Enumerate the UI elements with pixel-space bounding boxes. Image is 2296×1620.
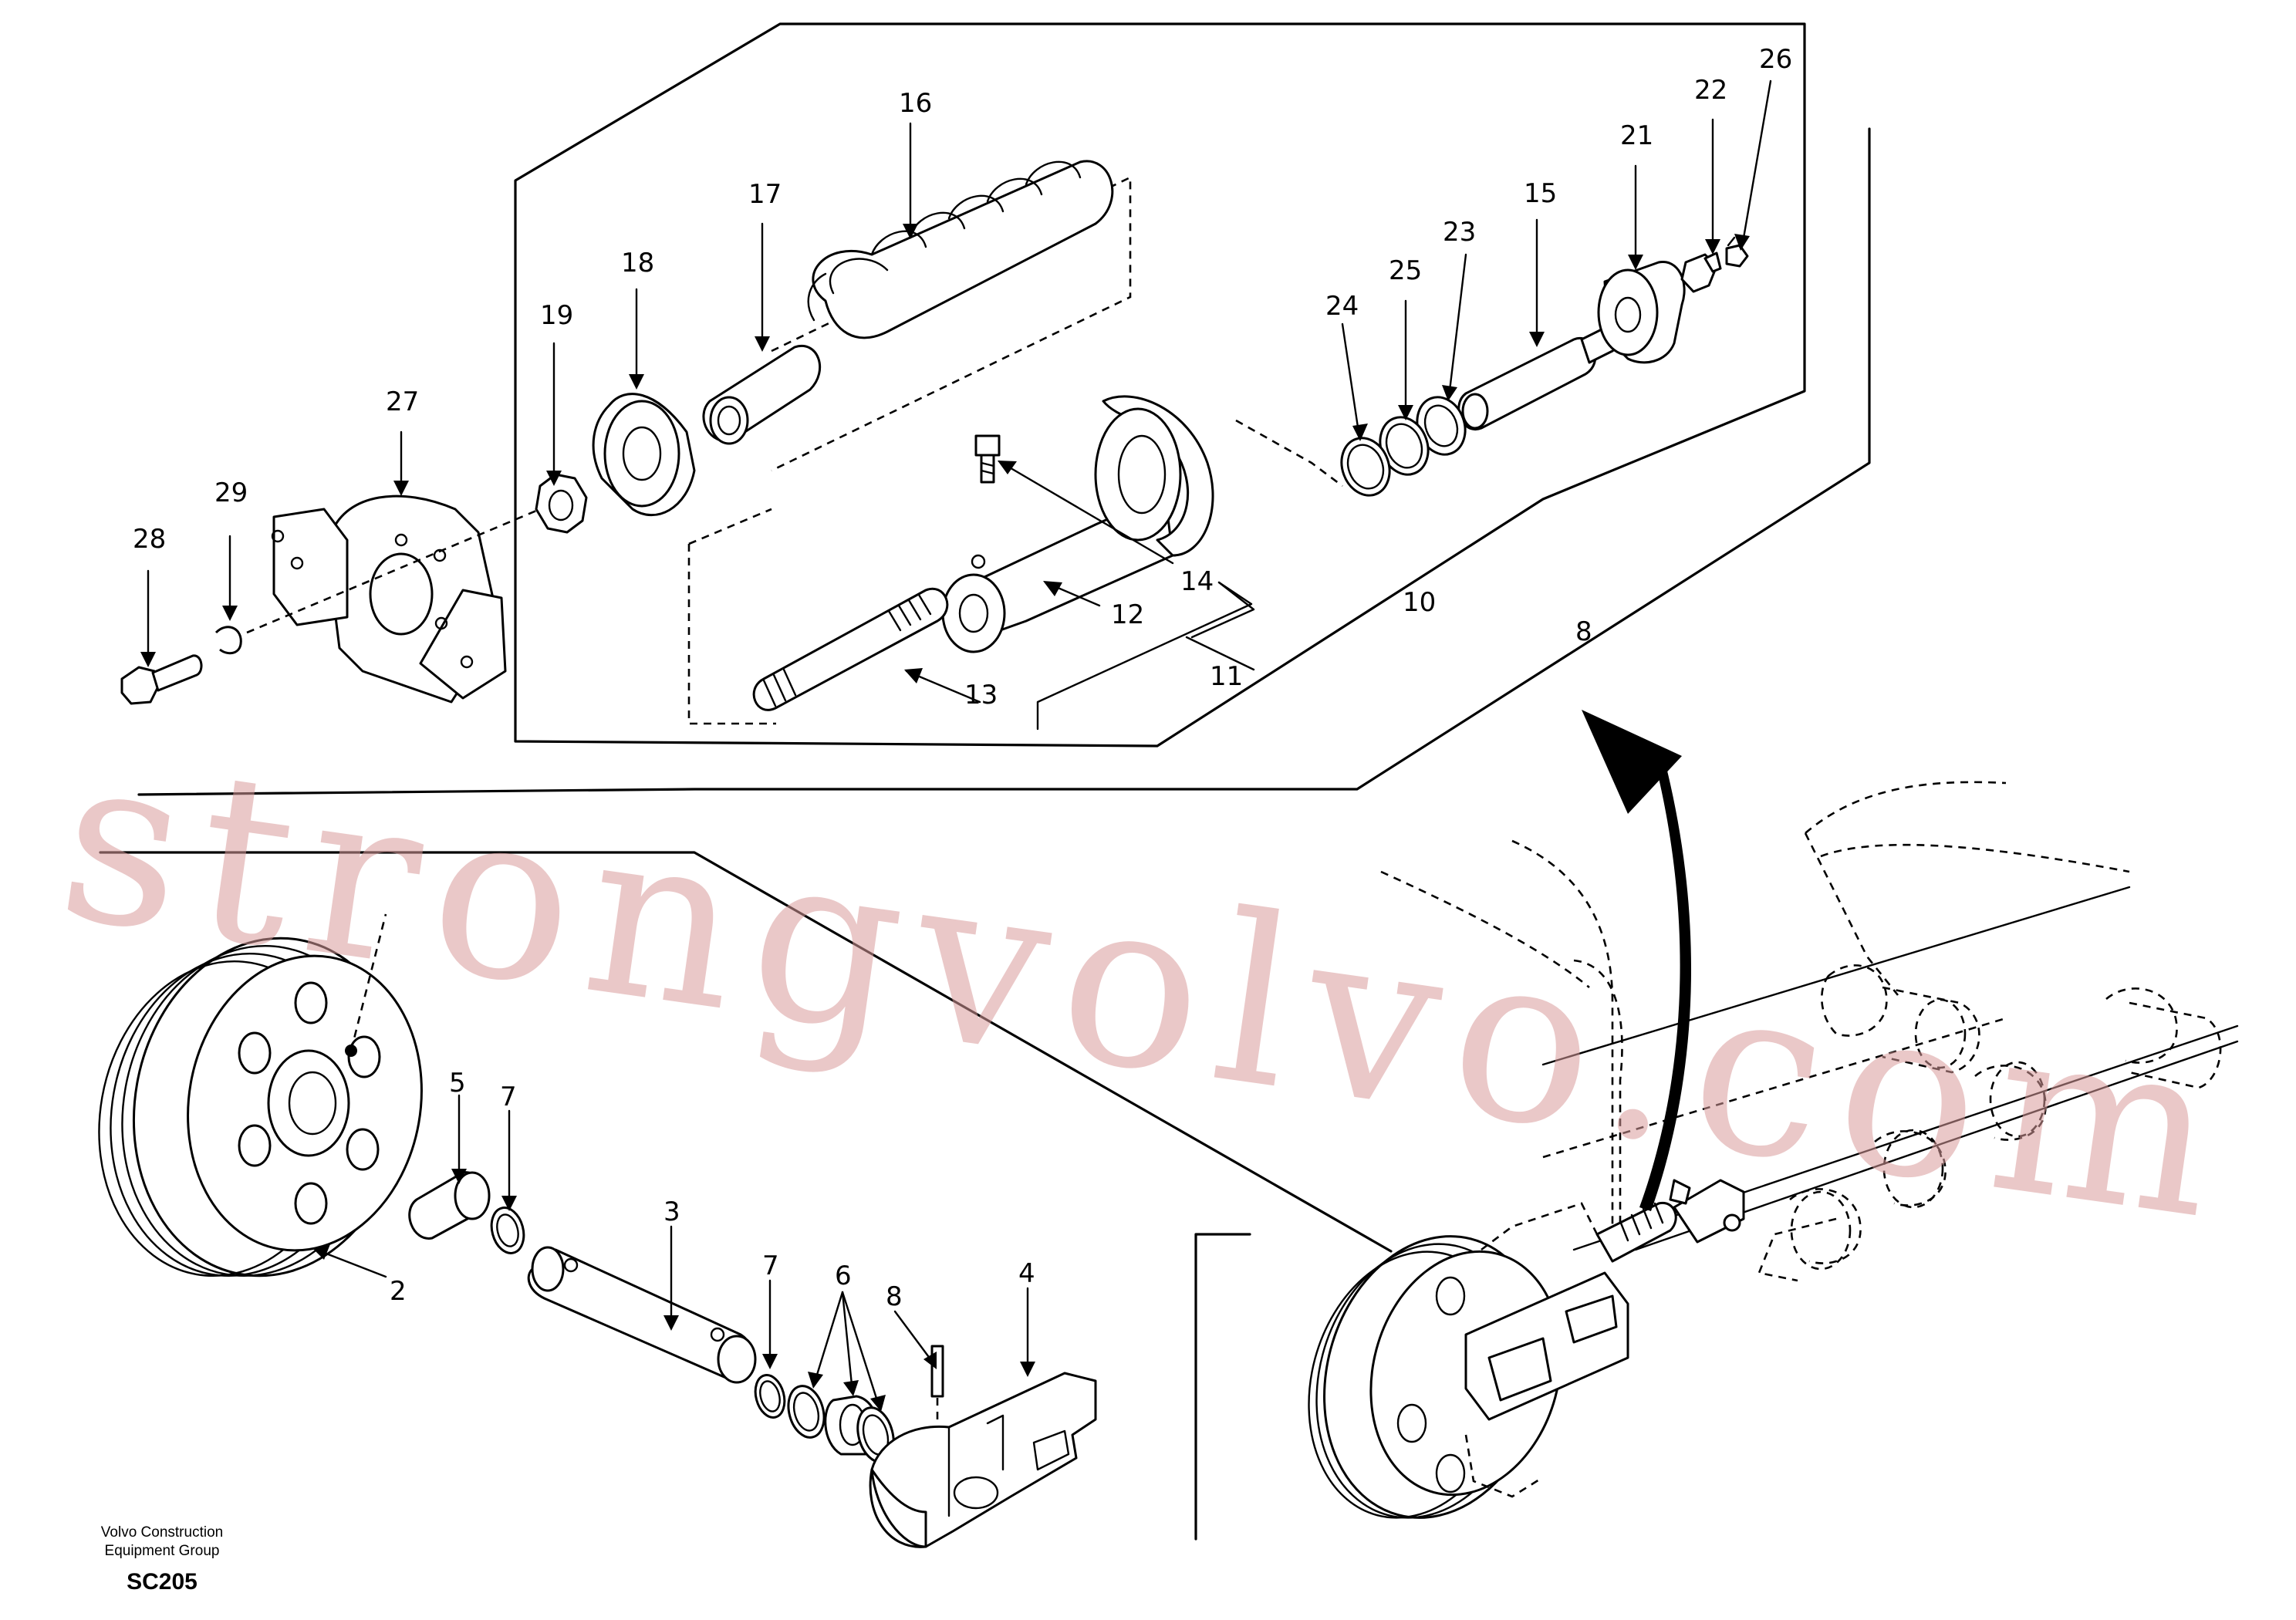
detail-frame-lower bbox=[99, 851, 1393, 1541]
callout-7-left: 7 bbox=[500, 1082, 517, 1112]
upper-arrowheads bbox=[140, 224, 1750, 683]
support-bracket-4 bbox=[869, 1372, 1097, 1548]
track-rollers-context bbox=[1757, 964, 2222, 1282]
lower-arrowheads bbox=[312, 1169, 1035, 1412]
callout-24: 24 bbox=[1325, 291, 1359, 322]
callout-28: 28 bbox=[133, 524, 166, 555]
callout-15: 14 bbox=[1180, 566, 1214, 597]
spring-washer-29 bbox=[214, 626, 242, 655]
callout-2: 2 bbox=[390, 1276, 407, 1307]
idler-shaft-3 bbox=[527, 1246, 757, 1384]
credit-line-2: Equipment Group bbox=[105, 1543, 220, 1559]
callout-23: 23 bbox=[1443, 217, 1476, 248]
callout-14: 13 bbox=[964, 680, 998, 710]
callout-12: 11 bbox=[1210, 661, 1243, 692]
grease-valve-22 bbox=[1680, 251, 1722, 293]
callout-5: 5 bbox=[449, 1068, 466, 1099]
outer-frame-10 bbox=[137, 127, 1871, 796]
upper-frame bbox=[514, 22, 1806, 748]
threaded-rod-14 bbox=[752, 587, 949, 711]
callout-8: 8 bbox=[886, 1281, 903, 1312]
callout-25: 25 bbox=[1389, 255, 1422, 286]
idler-wheel-assembly-context bbox=[1308, 1179, 1745, 1519]
backup-ring-24 bbox=[1340, 437, 1391, 497]
callout-4: 4 bbox=[1018, 1258, 1035, 1289]
o-ring-7-right bbox=[754, 1374, 786, 1419]
callout-29: 29 bbox=[214, 478, 248, 508]
callout-6: 6 bbox=[835, 1261, 852, 1291]
callout-17: 16 bbox=[899, 88, 932, 119]
bracket-plate-27 bbox=[271, 494, 507, 704]
bushing-5 bbox=[408, 1171, 491, 1240]
lower-leader-lines bbox=[315, 1094, 1029, 1409]
callout-26: 26 bbox=[1759, 44, 1792, 75]
callout-20: 19 bbox=[540, 300, 573, 331]
callout-3: 3 bbox=[663, 1196, 680, 1227]
flange-19 bbox=[592, 393, 696, 517]
detail-arrow bbox=[1582, 710, 1692, 1211]
callout-numbers: 16 17 18 19 27 29 28 26 22 21 15 23 25 2… bbox=[133, 44, 1792, 1312]
footer: Volvo Construction Equipment Group SC205 bbox=[101, 1524, 223, 1595]
callout-27: 27 bbox=[386, 386, 419, 417]
callout-7-right: 7 bbox=[762, 1250, 779, 1281]
callout-16: 15 bbox=[1524, 178, 1557, 209]
seal-set-6 bbox=[787, 1385, 895, 1463]
idler-wheel-2 bbox=[98, 913, 423, 1277]
callout-19: 18 bbox=[621, 248, 654, 278]
callout-22: 22 bbox=[1694, 75, 1727, 106]
tension-spring-17 bbox=[807, 160, 1114, 339]
callout-10: 8 bbox=[1575, 616, 1592, 647]
bolt-15 bbox=[974, 434, 1001, 484]
hex-bolt-28 bbox=[120, 654, 203, 705]
callout-21: 21 bbox=[1620, 120, 1653, 151]
nut-20 bbox=[535, 473, 588, 534]
callout-11: 10 bbox=[1403, 587, 1436, 618]
seal-ring-23 bbox=[1416, 396, 1467, 456]
drawing-code: SC205 bbox=[127, 1569, 198, 1595]
callout-18: 17 bbox=[748, 179, 782, 210]
assembly-axis bbox=[246, 508, 541, 634]
upper-leader-lines bbox=[147, 79, 1772, 731]
credit-line-1: Volvo Construction bbox=[101, 1524, 223, 1541]
callout-13: 12 bbox=[1111, 599, 1144, 630]
o-ring-7-left bbox=[490, 1207, 525, 1254]
end-cap-21 bbox=[1597, 261, 1686, 364]
sleeve-18 bbox=[702, 344, 822, 445]
